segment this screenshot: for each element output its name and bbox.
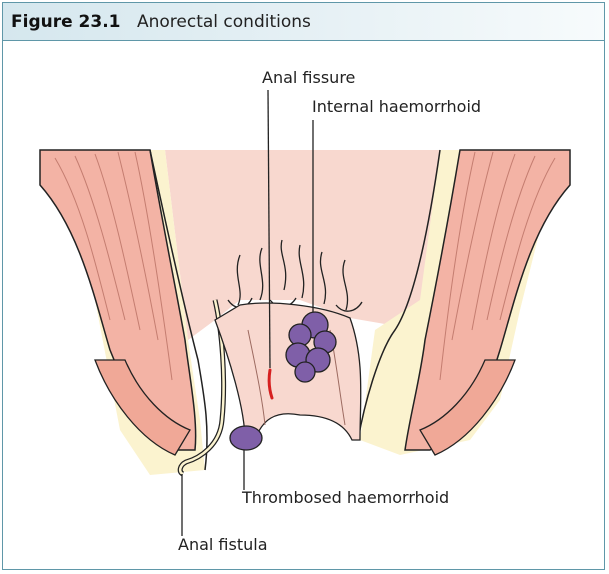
figure-header: Figure 23.1 Anorectal conditions [3, 3, 604, 41]
anal-fissure-mark [267, 368, 274, 400]
left-muscle [39, 149, 197, 451]
figure-number: Figure 23.1 [11, 12, 121, 32]
internal-haemorrhoid [285, 311, 337, 383]
label-anal-fistula: Anal fistula [178, 535, 268, 554]
right-muscle [404, 149, 571, 451]
rectal-lumen [165, 150, 440, 340]
label-anal-fissure: Anal fissure [262, 68, 356, 87]
left-wall [39, 149, 227, 477]
label-internal-haemorrhoid: Internal haemorrhoid [312, 97, 482, 116]
thrombosed-haemorrhoid [229, 425, 263, 451]
leader-lines [181, 89, 314, 536]
right-wall [357, 149, 571, 456]
anal-canal [214, 302, 362, 441]
figure-title: Anorectal conditions [137, 12, 311, 32]
label-thrombosed-haemorrhoid: Thrombosed haemorrhoid [242, 488, 450, 507]
